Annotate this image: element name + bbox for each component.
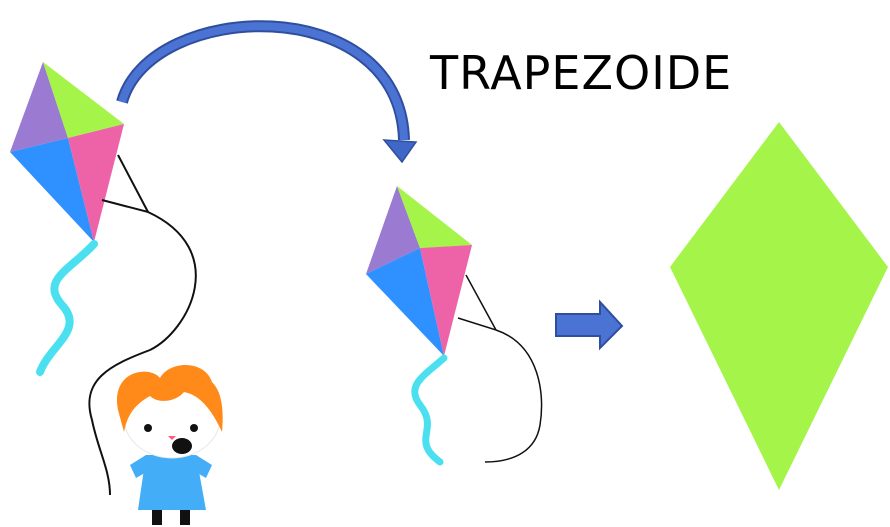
right-arrow-icon <box>555 299 624 351</box>
kite-icon <box>10 62 124 242</box>
rhombus-shape <box>670 122 888 490</box>
page-title: TRAPEZOIDE <box>430 46 733 100</box>
kite-icon <box>366 186 472 356</box>
child-figure <box>116 364 223 525</box>
small-kite-illustration <box>366 186 543 466</box>
kite-with-child-illustration <box>10 62 223 525</box>
curved-arrow-icon <box>116 20 418 164</box>
